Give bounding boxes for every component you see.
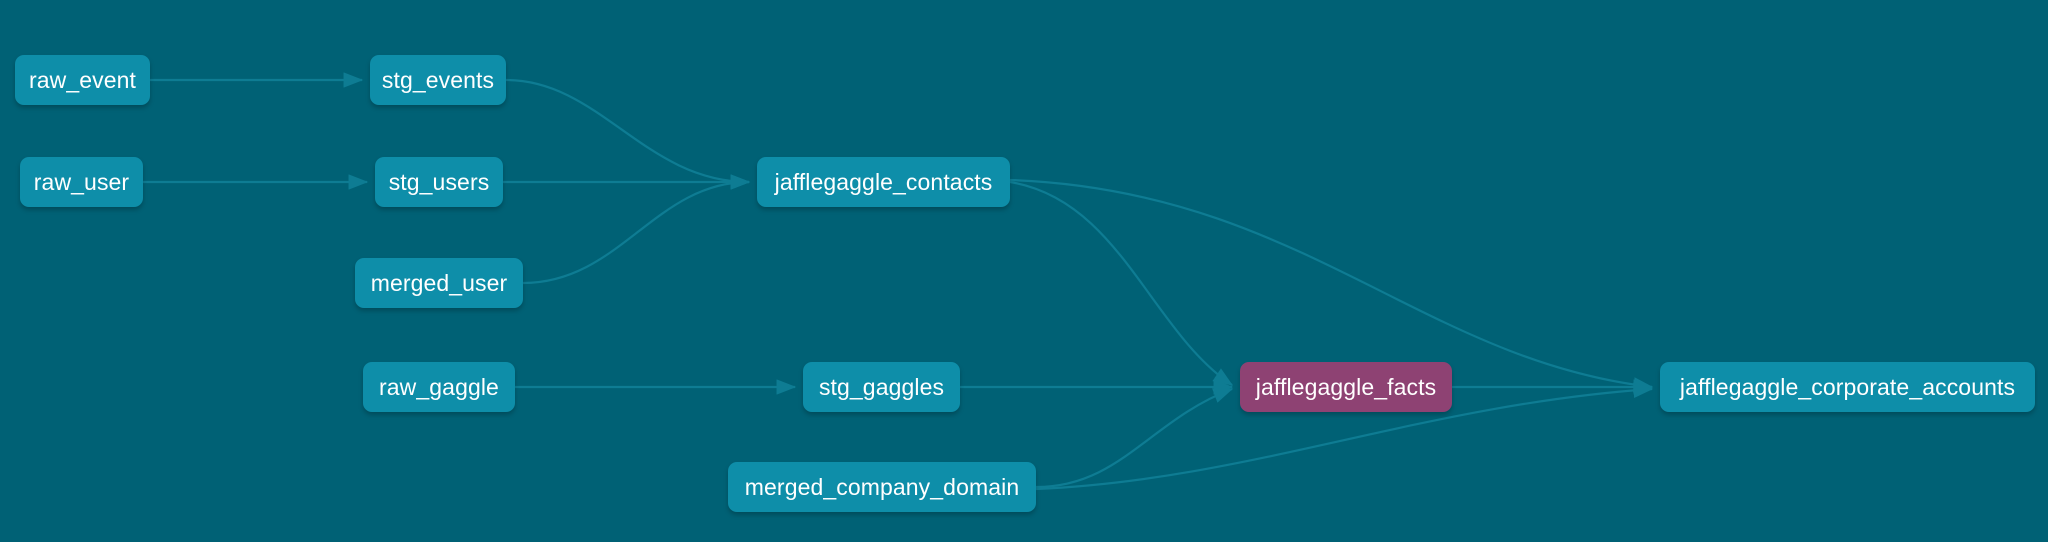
- node-label: raw_gaggle: [379, 373, 499, 400]
- node-label: jafflegaggle_contacts: [774, 168, 993, 195]
- node-label: raw_user: [33, 168, 130, 195]
- edge-jafflegaggle_contacts-to-jafflegaggle_corporate_accounts: [1009, 178, 1654, 393]
- node-label: stg_gaggles: [818, 373, 945, 400]
- edge-jafflegaggle_contacts-to-jafflegaggle_facts: [1009, 180, 1234, 386]
- node-stg_users[interactable]: stg_users: [375, 157, 503, 207]
- node-raw_gaggle[interactable]: raw_gaggle: [363, 362, 515, 412]
- node-label: stg_events: [381, 66, 495, 93]
- node-label: raw_event: [28, 66, 137, 93]
- node-stg_events[interactable]: stg_events: [370, 55, 506, 105]
- node-merged_company_domain[interactable]: merged_company_domain: [728, 462, 1036, 512]
- node-stg_gaggles[interactable]: stg_gaggles: [803, 362, 960, 412]
- node-label: merged_user: [370, 269, 508, 296]
- node-merged_user[interactable]: merged_user: [355, 258, 523, 308]
- node-raw_user[interactable]: raw_user: [20, 157, 143, 207]
- edge-merged_company_domain-to-jafflegaggle_facts: [1035, 387, 1234, 489]
- node-jafflegaggle_facts[interactable]: jafflegaggle_facts: [1240, 362, 1452, 412]
- node-jafflegaggle_contacts[interactable]: jafflegaggle_contacts: [757, 157, 1010, 207]
- edge-merged_user-to-jafflegaggle_contacts: [522, 174, 751, 285]
- node-label: merged_company_domain: [744, 473, 1020, 500]
- edge-stg_events-to-jafflegaggle_contacts: [505, 78, 751, 190]
- node-label: jafflegaggle_corporate_accounts: [1679, 373, 2016, 400]
- node-jafflegaggle_corporate_accounts[interactable]: jafflegaggle_corporate_accounts: [1660, 362, 2035, 412]
- node-label: jafflegaggle_facts: [1255, 373, 1437, 400]
- node-raw_event[interactable]: raw_event: [15, 55, 150, 105]
- node-label: stg_users: [388, 168, 490, 195]
